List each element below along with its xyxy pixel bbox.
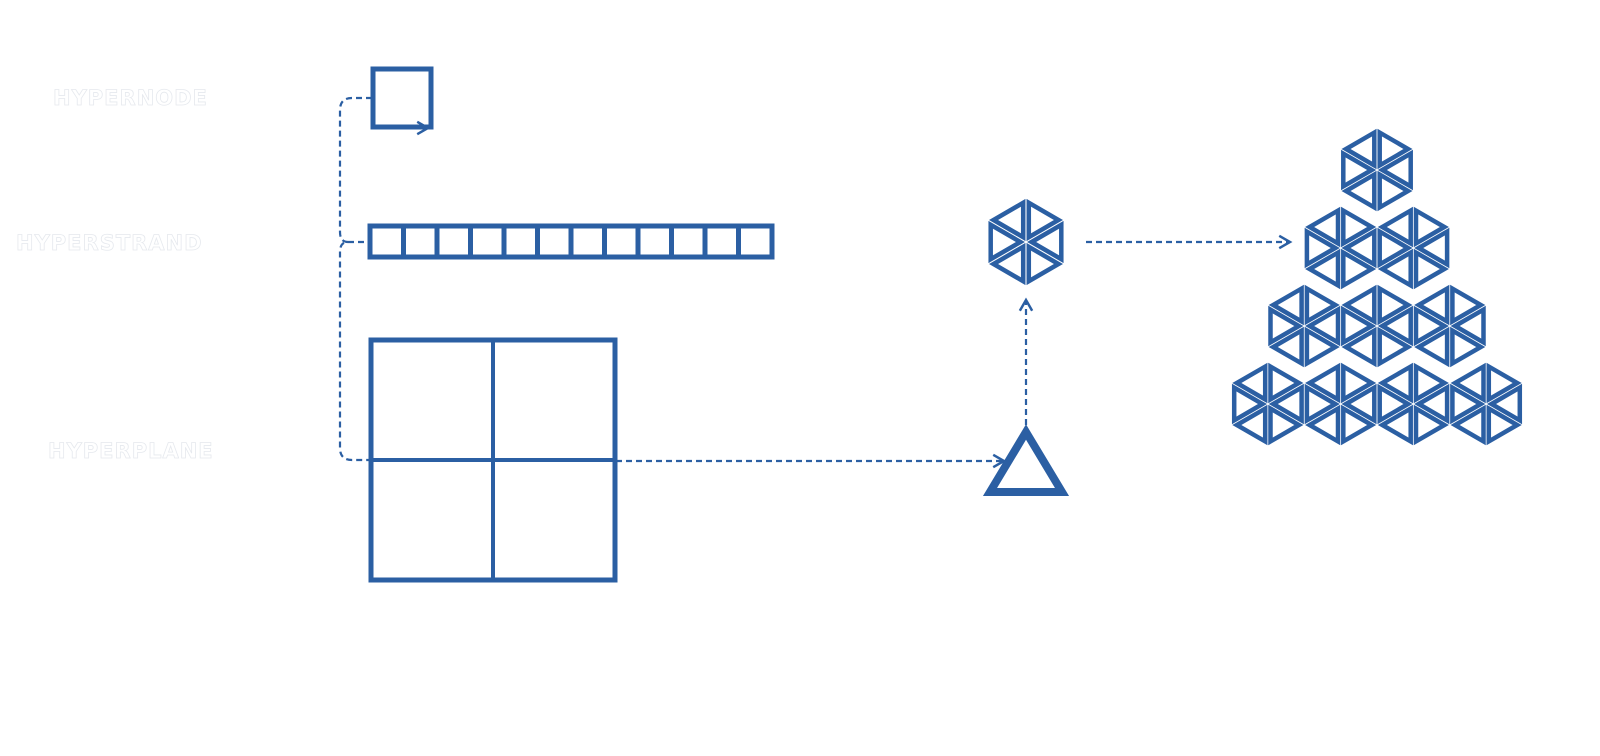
hexagon-triangle xyxy=(1377,170,1413,212)
hexagon-triangle xyxy=(1027,220,1064,264)
hexagon-triangle xyxy=(1268,362,1304,404)
hexagon-triangle xyxy=(1450,326,1486,368)
hexagon-triangle xyxy=(1341,128,1377,170)
hexagon-unit xyxy=(1377,206,1450,290)
hexagon-triangle xyxy=(1341,383,1377,425)
bracket-connector xyxy=(338,96,372,462)
hexagon-triangle xyxy=(1341,305,1377,347)
hexagon-unit xyxy=(1377,362,1450,446)
hexagon-triangle xyxy=(1232,362,1268,404)
hexagon-unit xyxy=(1341,128,1413,212)
hexagon-triangle xyxy=(1341,206,1377,248)
label-hyperstrand: HYPERSTRAND xyxy=(16,231,203,255)
hexagon-triangle xyxy=(1450,362,1486,404)
hexagon-unit xyxy=(988,198,1064,286)
hexagon-triangle xyxy=(1305,248,1341,290)
hexagon-triangle xyxy=(1304,227,1340,269)
hypernode-square-icon xyxy=(370,66,434,130)
hexagon-triangle xyxy=(1268,284,1304,326)
hexagon-triangle xyxy=(1413,305,1449,347)
hexagon-triangle xyxy=(1377,149,1413,191)
hexagon-triangle xyxy=(1377,404,1413,446)
hexagon-triangle xyxy=(1268,383,1304,425)
hexagon-triangle xyxy=(1414,227,1450,269)
hexagon-triangle xyxy=(1304,383,1340,425)
hexagon-triangle xyxy=(1377,284,1413,326)
hexagon-triangle xyxy=(1414,326,1450,368)
hexagon-triangle xyxy=(1341,362,1377,404)
hexagon-triangle xyxy=(989,198,1026,242)
hexagon-triangle xyxy=(1305,362,1341,404)
hexagon-triangle xyxy=(1377,326,1413,368)
hexagon-triangle xyxy=(1341,227,1377,269)
hexagon-triangle xyxy=(1026,198,1063,242)
hexagon-triangle xyxy=(1377,128,1413,170)
hexagon-triangle xyxy=(1341,248,1377,290)
hexagon-unit xyxy=(1450,362,1523,446)
hexagon-triangle xyxy=(1450,383,1486,425)
hexagon-triangle xyxy=(1268,326,1304,368)
hexagon-triangle xyxy=(1413,248,1449,290)
hexagon-triangle xyxy=(1026,242,1063,286)
hexagon-triangle xyxy=(1486,404,1522,446)
hexagon-triangle xyxy=(1450,284,1486,326)
hyperplane-grid xyxy=(368,337,618,583)
hexagon-triangle xyxy=(1304,284,1340,326)
triangle-icon xyxy=(982,424,1070,496)
hexagon-pyramid-icon xyxy=(1231,128,1523,446)
hyperstrand-bar xyxy=(367,223,775,260)
hexagon-triangle xyxy=(1305,305,1341,347)
hexagon-triangle xyxy=(1304,326,1340,368)
label-hyperplane: HYPERPLANE xyxy=(48,439,214,463)
hexagon-triangle xyxy=(1413,206,1449,248)
hexagon-triangle xyxy=(1231,383,1267,425)
hexagon-triangle xyxy=(1341,326,1377,368)
hexagon-triangle xyxy=(1486,362,1522,404)
hexagon-triangle xyxy=(1341,170,1377,212)
hexagon-triangle xyxy=(1268,305,1304,347)
hexagon-triangle xyxy=(1377,383,1413,425)
hexagon-unit xyxy=(1341,284,1413,368)
hexagon-unit xyxy=(1231,362,1304,446)
hexagon-triangle xyxy=(1305,206,1341,248)
hexagon-triangle xyxy=(1377,206,1413,248)
hexagon-triangle xyxy=(1450,404,1486,446)
label-hypernode: HYPERNODE xyxy=(53,86,208,110)
hexagon-triangle xyxy=(1377,227,1413,269)
hexagon-icon xyxy=(988,198,1064,286)
hexagon-triangle xyxy=(1341,404,1377,446)
hexagon-triangle xyxy=(1341,149,1377,191)
hexagon-triangle xyxy=(1377,362,1413,404)
hexagon-unit xyxy=(1413,284,1486,368)
hexagon-triangle xyxy=(1413,404,1449,446)
hexagon-triangle xyxy=(1305,404,1341,446)
hexagon-triangle xyxy=(1232,404,1268,446)
hexagon-triangle xyxy=(1450,305,1486,347)
hexagon-unit xyxy=(1268,284,1341,368)
hexagon-triangle xyxy=(1414,383,1450,425)
hexagon-triangle xyxy=(1414,284,1450,326)
hexagon-triangle xyxy=(1377,305,1413,347)
hexagon-triangle xyxy=(1341,284,1377,326)
hexagon-triangle xyxy=(989,242,1026,286)
hexagon-triangle xyxy=(1377,248,1413,290)
hexagon-unit xyxy=(1304,362,1377,446)
hexagon-triangle xyxy=(1487,383,1523,425)
hexagon-triangle xyxy=(1268,404,1304,446)
hexagon-triangle xyxy=(1413,362,1449,404)
hexagon-unit xyxy=(1304,206,1377,290)
hexagon-triangle xyxy=(988,220,1025,264)
